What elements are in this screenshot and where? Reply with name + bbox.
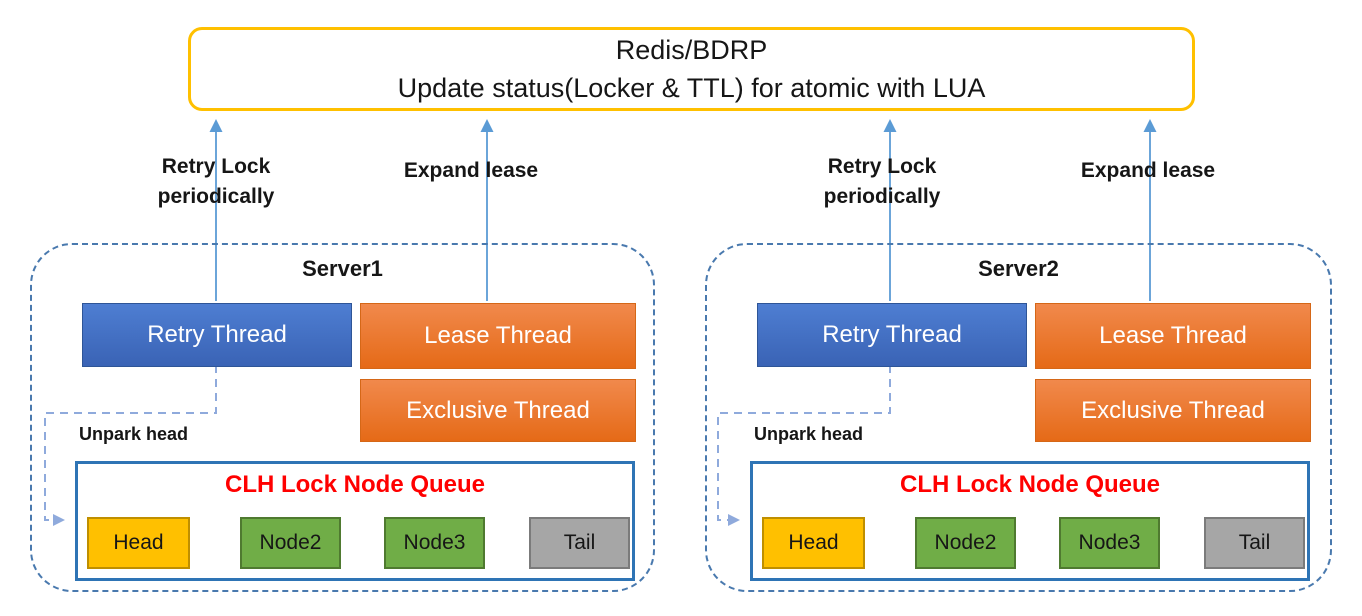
retry-thread-box-server1: Retry Thread — [82, 303, 352, 367]
unpark-path-server1 — [44, 365, 217, 526]
redis-subtitle: Update status(Locker & TTL) for atomic w… — [397, 73, 986, 103]
retry-thread-box-server2: Retry Thread — [757, 303, 1027, 367]
unpark-head-label-server1: Unpark head — [79, 424, 189, 444]
lease-thread-box-server2: Lease Thread — [1035, 303, 1311, 369]
exclusive-thread-box-server2: Exclusive Thread — [1035, 379, 1311, 442]
server1-container: Server1 Retry Thread Lease Thread Exclus… — [30, 243, 655, 592]
redis-title: Redis/BDRP — [615, 35, 768, 65]
server2-container: Server2 Retry Thread Lease Thread Exclus… — [705, 243, 1332, 592]
retry-lock-label-server2: Retry Lock periodically — [762, 152, 1002, 212]
retry-lock-label-line2: periodically — [823, 185, 941, 208]
queue-node-node2-server2: Node2 — [915, 517, 1016, 569]
retry-lock-label-line2: periodically — [157, 185, 275, 208]
queue-node-tail-server1: Tail — [529, 517, 630, 569]
expand-lease-label-server2: Expand lease — [1080, 159, 1216, 182]
queue-node-head-server2: Head — [762, 517, 865, 569]
queue-node-node3-server2: Node3 — [1059, 517, 1160, 569]
expand-lease-label-server1: Expand lease — [403, 159, 539, 182]
unpark-head-label-server2: Unpark head — [754, 424, 864, 444]
queue-node-head-server1: Head — [87, 517, 190, 569]
queue-node-node3-server1: Node3 — [384, 517, 485, 569]
queue-node-tail-server2: Tail — [1204, 517, 1305, 569]
redis-box: Redis/BDRP Update status(Locker & TTL) f… — [188, 27, 1195, 111]
exclusive-thread-box-server1: Exclusive Thread — [360, 379, 636, 442]
queue-node-node2-server1: Node2 — [240, 517, 341, 569]
unpark-path-server2 — [717, 365, 891, 526]
clh-queue-title-server2: CLH Lock Node Queue — [899, 471, 1161, 498]
retry-lock-label-line1: Retry Lock — [161, 155, 271, 178]
retry-lock-label-server1: Retry Lock periodically — [96, 152, 336, 212]
lease-thread-box-server1: Lease Thread — [360, 303, 636, 369]
server2-title: Server2 — [978, 256, 1059, 281]
server1-title: Server1 — [302, 256, 383, 281]
retry-lock-label-line1: Retry Lock — [827, 155, 937, 178]
clh-queue-title-server1: CLH Lock Node Queue — [224, 471, 486, 498]
